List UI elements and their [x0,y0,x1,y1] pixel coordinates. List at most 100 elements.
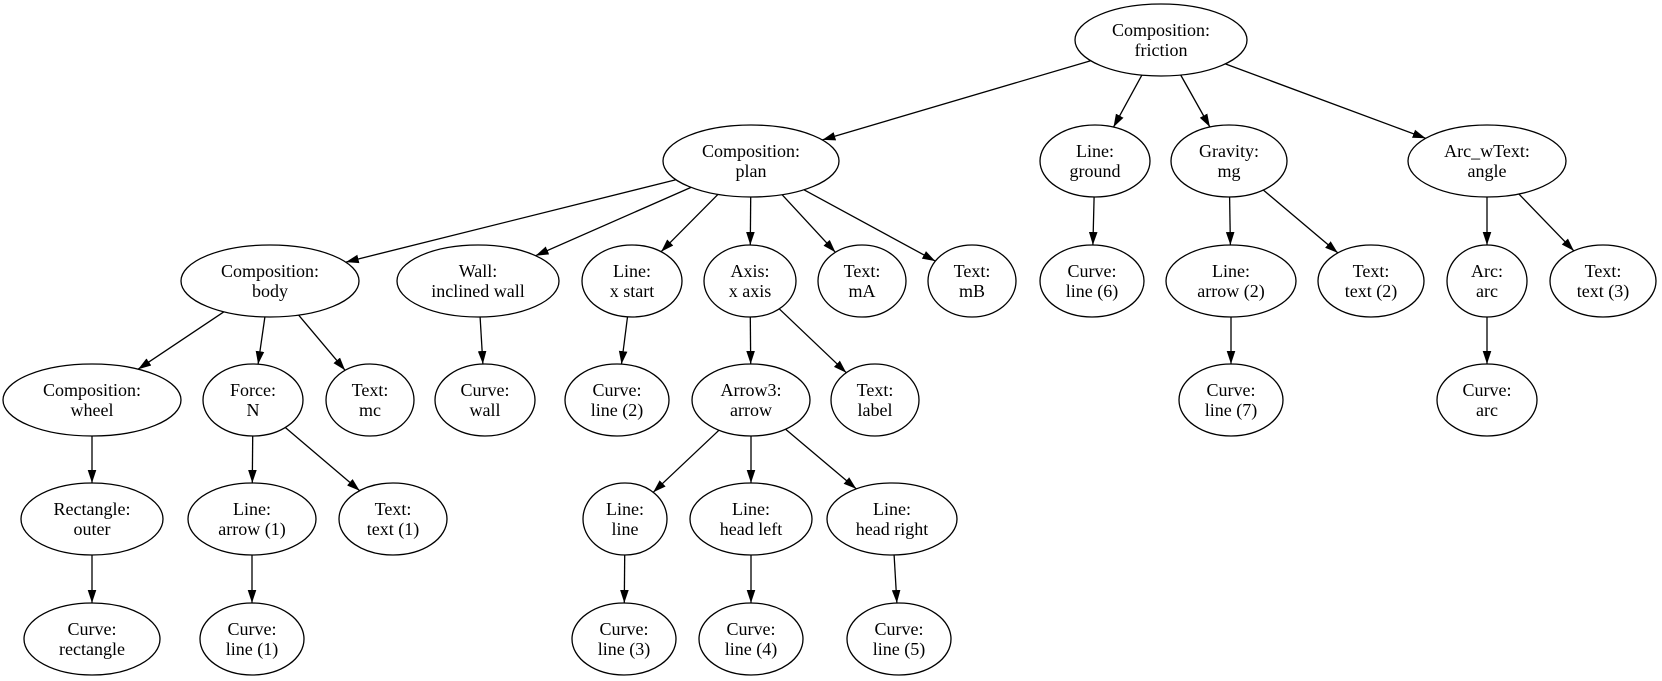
node-mc-type-label: Text: [352,380,389,400]
node-line1-type-label: Curve: [228,619,277,639]
node-line5-type-label: Curve: [875,619,924,639]
node-line1: Curve:line (1) [199,602,305,676]
node-text2-type-label: Text: [1353,261,1390,281]
edge-mg-to-text2 [1262,189,1339,254]
node-rectangle-curve-name-label: rectangle [59,639,125,659]
node-plan-ellipse [662,124,840,198]
node-head-left: Line:head left [689,482,813,556]
node-arc-ellipse [1446,244,1528,318]
node-label: Text:label [830,363,920,437]
edge-body-to-mc [298,314,346,371]
edge-head-right-to-line5 [891,554,901,604]
node-arrow3-ellipse [691,363,811,437]
node-head-right-name-label: head right [856,519,928,539]
node-line3: Curve:line (3) [571,602,677,676]
node-label-name-label: label [858,400,893,420]
node-mc-name-label: mc [359,400,381,420]
node-text2-ellipse [1317,244,1425,318]
node-text1: Text:text (1) [338,482,448,556]
node-outer: Rectangle:outer [20,482,164,556]
node-line5: Curve:line (5) [846,602,952,676]
node-head-left-type-label: Line: [732,499,770,519]
node-line2-name-label: line (2) [591,400,643,421]
node-force-n-name-label: N [247,400,260,420]
edge-arrow3-to-head-right [785,428,857,490]
node-ground: Line:ground [1039,124,1151,198]
node-arrow1-name-label: arrow (1) [218,519,285,540]
edge-friction-to-angle [1225,63,1426,139]
node-friction-ellipse [1074,3,1248,77]
node-force-n-ellipse [202,363,304,437]
node-x-axis-type-label: Axis: [730,261,769,281]
node-text2-name-label: text (2) [1345,281,1397,302]
node-line7-name-label: line (7) [1205,400,1257,421]
edge-x-start-to-line2 [618,316,629,365]
node-arrow2: Line:arrow (2) [1165,244,1297,318]
node-ground-name-label: ground [1070,161,1121,181]
edge-angle-to-text3 [1518,193,1575,252]
node-inclined-wall-ellipse [396,244,560,318]
node-mB-ellipse [927,244,1017,318]
node-angle: Arc_wText:angle [1407,124,1567,198]
node-mg-ellipse [1170,124,1288,198]
node-text1-name-label: text (1) [367,519,419,540]
node-arrow2-type-label: Line: [1212,261,1250,281]
node-outer-type-label: Rectangle: [54,499,131,519]
node-inclined-wall-type-label: Wall: [459,261,498,281]
edge-layer [87,60,1575,604]
node-angle-type-label: Arc_wText: [1444,141,1530,161]
node-line6: Curve:line (6) [1039,244,1145,318]
node-mg-type-label: Gravity: [1199,141,1259,161]
node-rectangle-curve: Curve:rectangle [23,602,161,676]
edge-x-axis-to-label [778,308,847,374]
node-outer-name-label: outer [74,519,111,539]
node-wall-curve: Curve:wall [434,363,536,437]
node-angle-ellipse [1407,124,1567,198]
node-line2: Curve:line (2) [564,363,670,437]
node-mA-ellipse [817,244,907,318]
node-rectangle-curve-ellipse [23,602,161,676]
node-wheel-type-label: Composition: [43,380,141,400]
node-x-axis-ellipse [703,244,797,318]
node-line4-ellipse [698,602,804,676]
node-arc-type-label: Arc: [1471,261,1503,281]
node-ground-type-label: Line: [1076,141,1114,161]
node-text1-ellipse [338,482,448,556]
node-arrow1-ellipse [187,482,317,556]
edge-inclined-wall-to-wall-curve [477,316,487,365]
node-mg-name-label: mg [1217,161,1240,181]
node-body-ellipse [180,244,360,318]
node-line4: Curve:line (4) [698,602,804,676]
node-line7-type-label: Curve: [1207,380,1256,400]
node-text3-name-label: text (3) [1577,281,1629,302]
node-x-axis: Axis:x axis [703,244,797,318]
node-x-start-name-label: x start [610,281,655,301]
edge-plan-to-x-start [660,193,719,253]
node-text3-ellipse [1549,244,1657,318]
node-line2-ellipse [564,363,670,437]
node-x-axis-name-label: x axis [729,281,772,301]
edge-plan-to-inclined-wall [535,186,692,257]
edge-plan-to-mB [803,189,936,262]
node-text3: Text:text (3) [1549,244,1657,318]
node-line-type-label: Line: [606,499,644,519]
node-arrow2-name-label: arrow (2) [1197,281,1264,302]
node-text3-type-label: Text: [1585,261,1622,281]
node-arc-curve-type-label: Curve: [1463,380,1512,400]
node-wheel-ellipse [2,363,182,437]
node-line3-name-label: line (3) [598,639,650,660]
node-line: Line:line [582,482,668,556]
edge-friction-to-mg [1180,74,1211,128]
node-friction-type-label: Composition: [1112,20,1210,40]
node-wheel: Composition:wheel [2,363,182,437]
edge-body-to-wheel [137,311,225,370]
node-angle-name-label: angle [1468,161,1507,181]
node-wall-curve-name-label: wall [470,400,501,420]
node-line5-name-label: line (5) [873,639,925,660]
node-arrow3: Arrow3:arrow [691,363,811,437]
node-outer-ellipse [20,482,164,556]
node-head-left-ellipse [689,482,813,556]
node-body: Composition:body [180,244,360,318]
node-x-start-type-label: Line: [613,261,651,281]
node-plan-type-label: Composition: [702,141,800,161]
